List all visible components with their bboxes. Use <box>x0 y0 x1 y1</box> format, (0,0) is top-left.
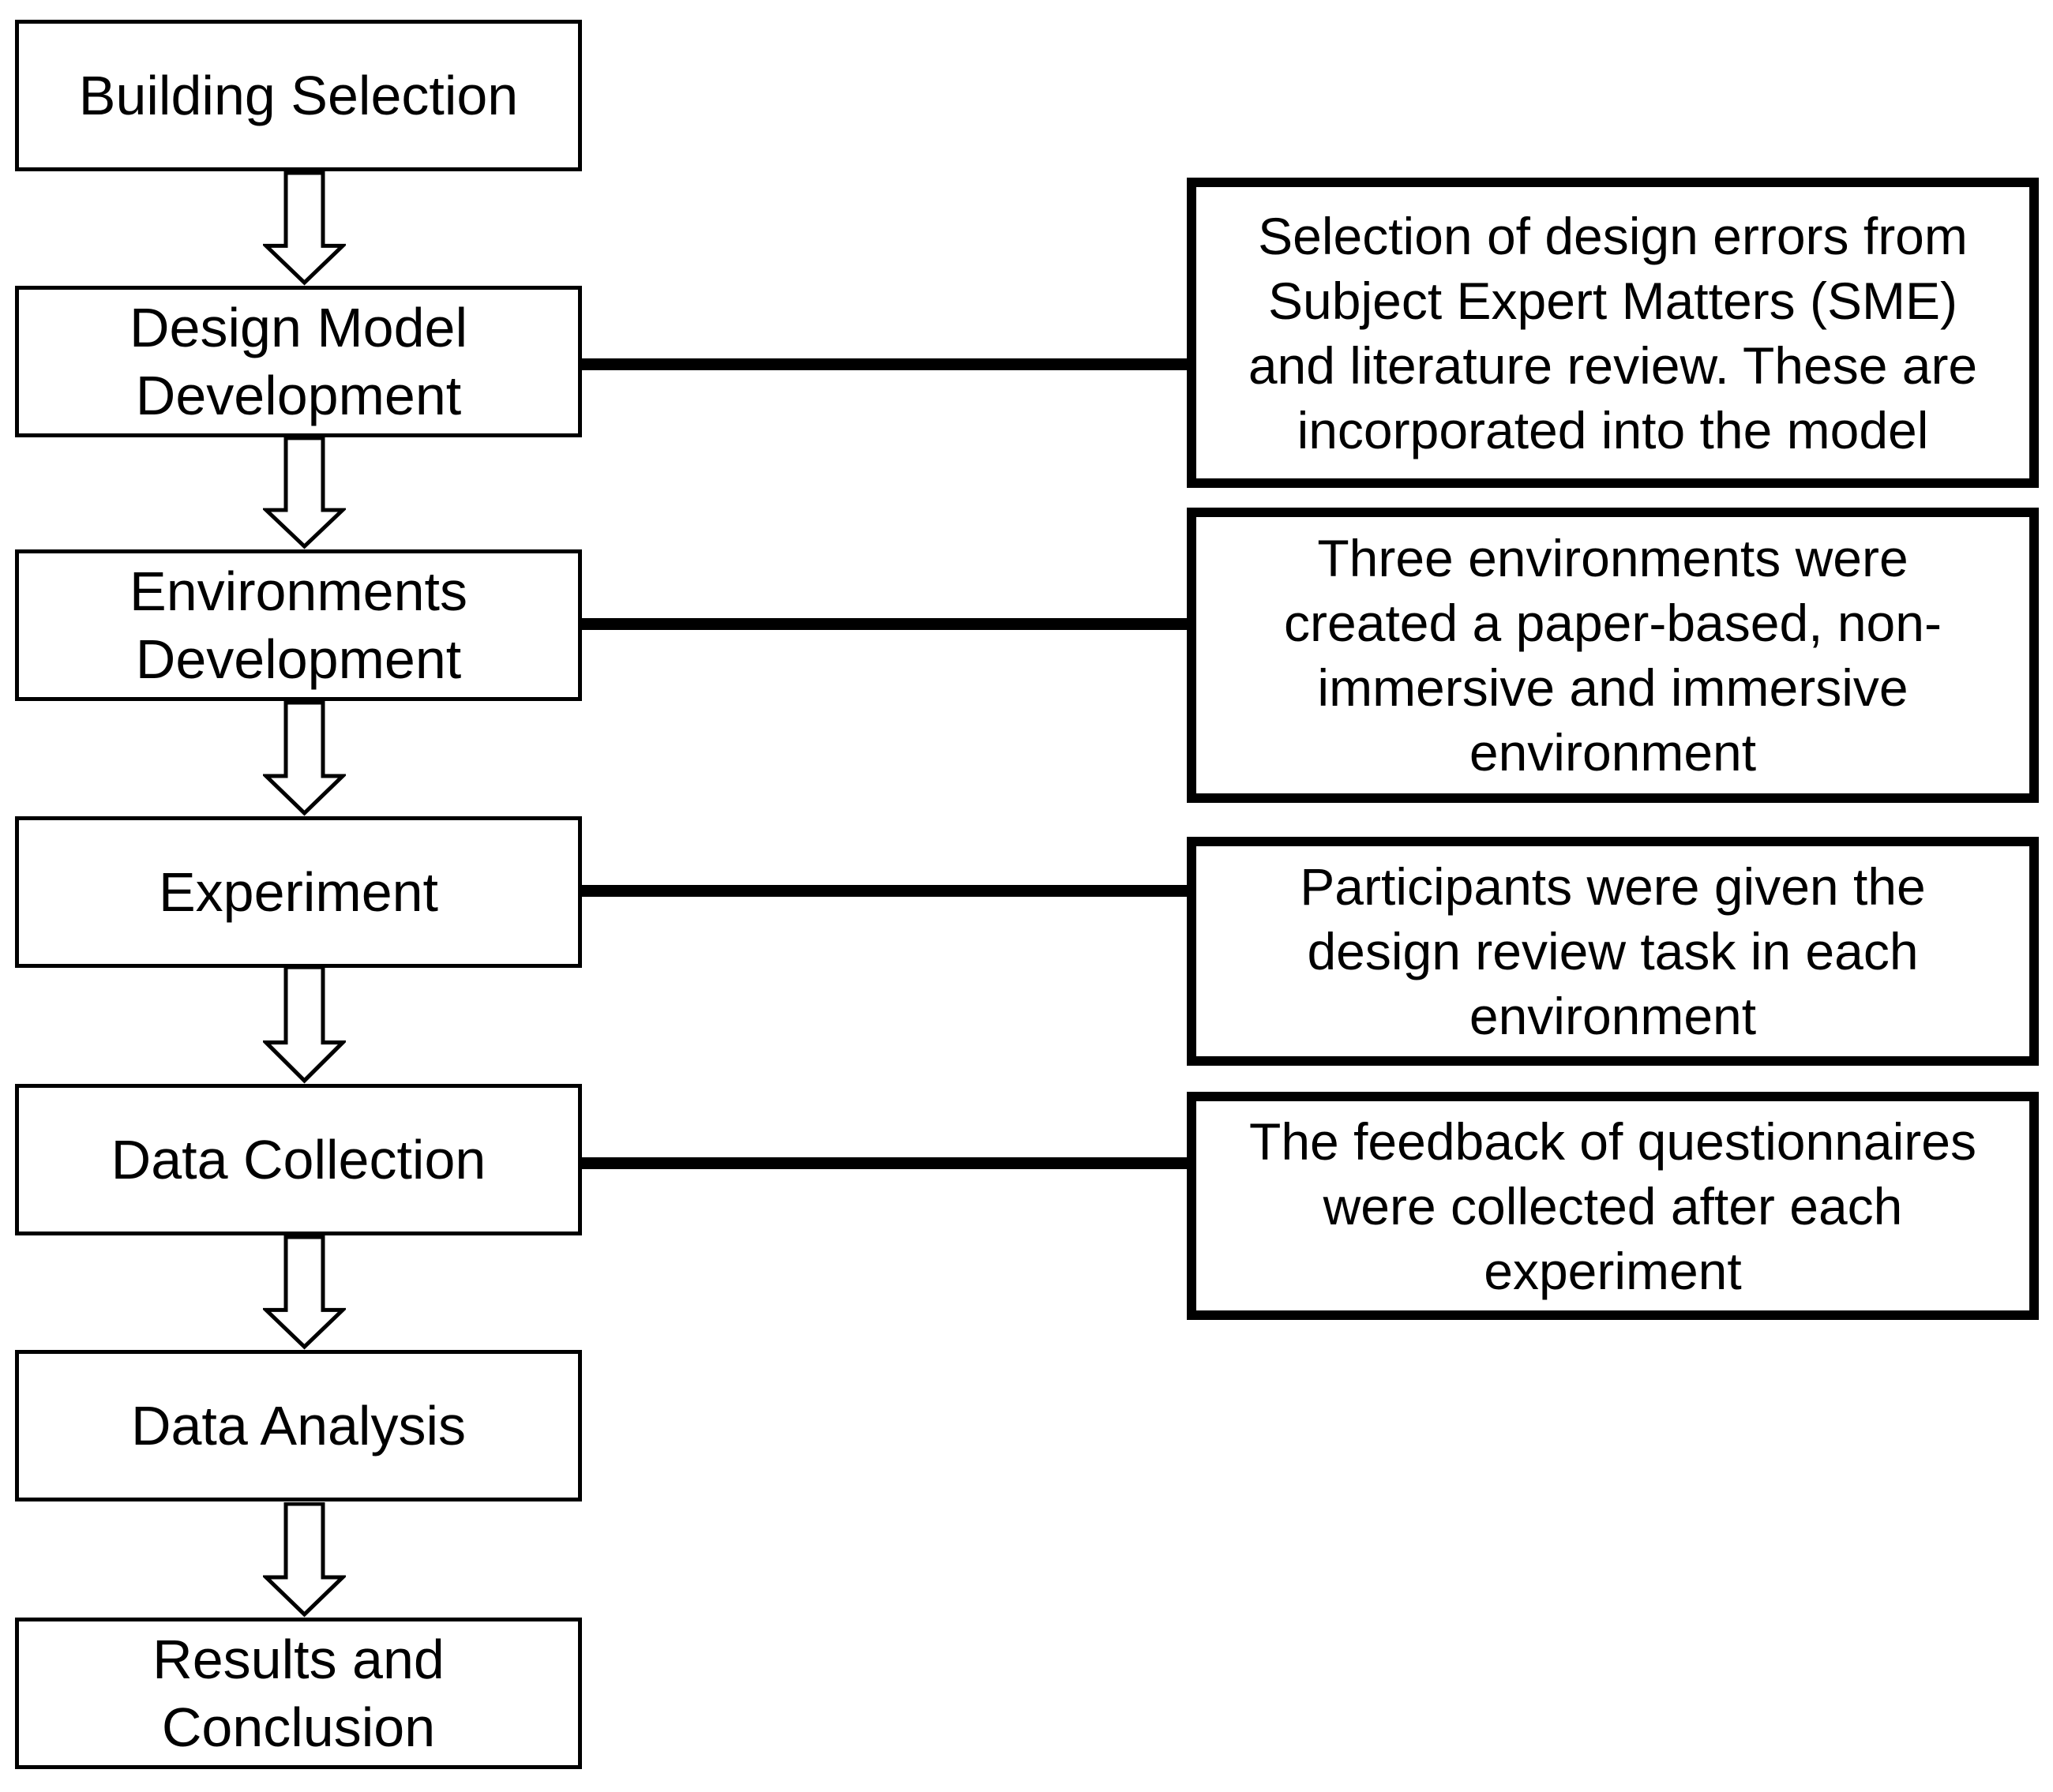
arrow-down-icon <box>263 1235 346 1350</box>
annotation-text: The feedback of questionnaires were coll… <box>1249 1112 1976 1300</box>
annotation-box-data-collection: The feedback of questionnaires were coll… <box>1187 1092 2039 1320</box>
flow-step-data-analysis: Data Analysis <box>15 1350 582 1501</box>
arrow-down-icon <box>263 171 346 286</box>
flow-step-environments-development: Environments Development <box>15 549 582 701</box>
flow-step-label: Environments Development <box>129 560 467 690</box>
flow-step-design-model-development: Design Model Development <box>15 286 582 437</box>
flow-step-results-and-conclusion: Results and Conclusion <box>15 1618 582 1769</box>
annotation-text: Selection of design errors from Subject … <box>1248 206 1978 459</box>
flow-step-experiment: Experiment <box>15 816 582 968</box>
annotation-box-environments: Three environments were created a paper-… <box>1187 508 2039 803</box>
arrow-down-icon <box>263 437 346 549</box>
connector-line-design-model <box>582 358 1187 370</box>
arrow-down-icon <box>263 965 346 1084</box>
annotation-text: Three environments were created a paper-… <box>1284 529 1942 782</box>
flow-step-label: Data Analysis <box>130 1395 467 1456</box>
annotation-box-design-model: Selection of design errors from Subject … <box>1187 178 2039 488</box>
connector-line-environments <box>582 618 1187 630</box>
connector-line-experiment <box>582 885 1187 897</box>
flow-step-label: Results and Conclusion <box>152 1629 445 1758</box>
flow-step-label: Design Model Development <box>129 297 467 426</box>
flow-step-building-selection: Building Selection <box>15 20 582 171</box>
arrow-down-icon <box>263 701 346 816</box>
flow-step-label: Data Collection <box>111 1129 486 1190</box>
flow-step-data-collection: Data Collection <box>15 1084 582 1235</box>
arrow-down-icon <box>263 1502 346 1618</box>
annotation-text: Participants were given the design revie… <box>1300 857 1926 1045</box>
annotation-box-experiment: Participants were given the design revie… <box>1187 837 2039 1066</box>
flow-step-label: Building Selection <box>78 65 519 126</box>
connector-line-data-collection <box>582 1157 1187 1169</box>
flow-step-label: Experiment <box>158 861 439 923</box>
